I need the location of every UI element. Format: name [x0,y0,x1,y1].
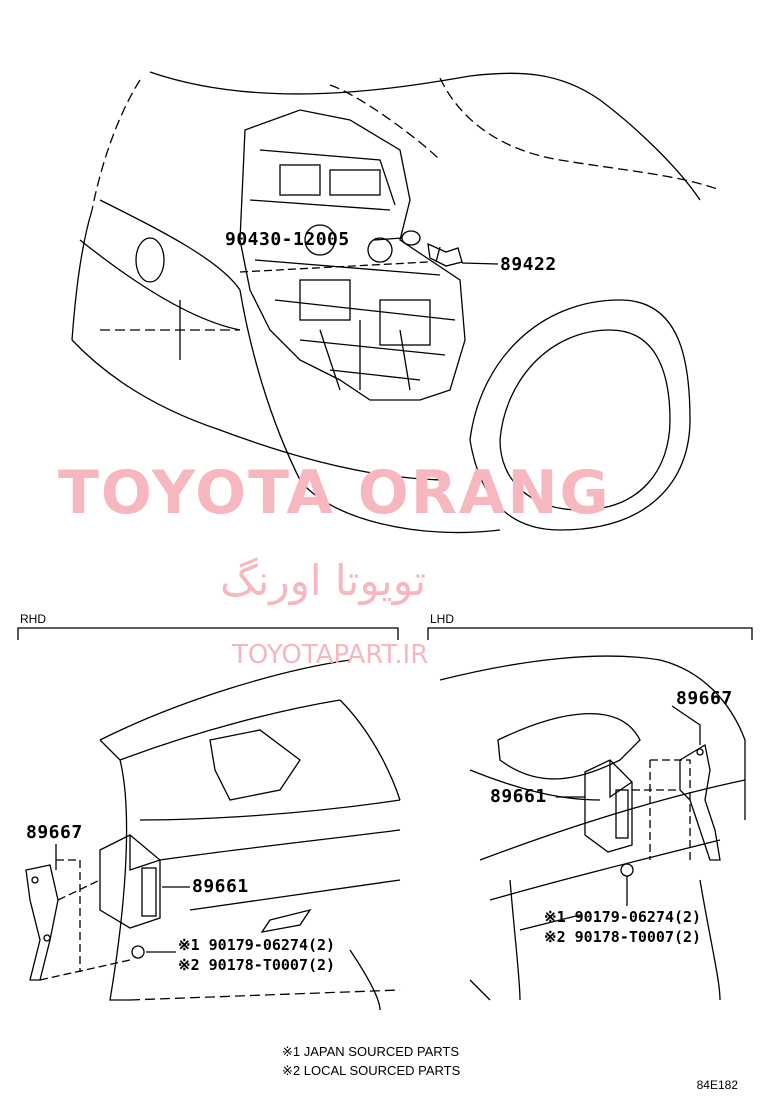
rhd-bracket-line [17,627,399,640]
lhd-bracket-line [427,627,753,640]
lhd-nut-part [620,863,634,877]
watermark-persian: تویوتا اورنگ [220,556,427,605]
rhd-nut-part [131,945,145,959]
lhd-bracket-part [679,743,721,861]
lhd-callout-ecu[interactable]: 89661 [490,786,547,807]
lhd-dashboard [439,655,746,1001]
footnote-japan-sourced: ※1 JAPAN SOURCED PARTS [282,1044,460,1059]
rhd-callout-bracket[interactable]: 89667 [26,822,83,843]
footnote-local-sourced: ※2 LOCAL SOURCED PARTS [282,1063,461,1078]
rhd-ecu-part [99,834,161,929]
watermark-main: TOYOTA ORANG [58,458,611,528]
vehicle-front-outline [71,71,721,534]
watermark-url: TOYOTAPART.IR [232,640,429,670]
lhd-callout-bolt-japan[interactable]: ※1 90179-06274(2) [544,908,702,926]
lhd-section-label: LHD [430,612,455,626]
rhd-callout-ecu[interactable]: 89661 [192,876,249,897]
rhd-bracket-part [25,864,59,981]
rhd-callout-bolt-local[interactable]: ※2 90178-T0007(2) [178,956,336,974]
rhd-callout-bolt-japan[interactable]: ※1 90179-06274(2) [178,936,336,954]
rhd-dashboard [99,659,401,1011]
rhd-section-label: RHD [20,612,46,626]
washer-part [401,230,421,246]
speed-sensor-part [427,242,463,267]
engine-assembly [239,109,466,401]
figure-code: 84E182 [696,1078,738,1092]
lhd-callout-bolt-local[interactable]: ※2 90178-T0007(2) [544,928,702,946]
lhd-ecu-part [584,759,633,853]
lhd-callout-bracket[interactable]: 89667 [676,688,733,709]
callout-washer-part-number[interactable]: 90430-12005 [225,229,350,250]
callout-sensor-part-number[interactable]: 89422 [500,254,557,275]
